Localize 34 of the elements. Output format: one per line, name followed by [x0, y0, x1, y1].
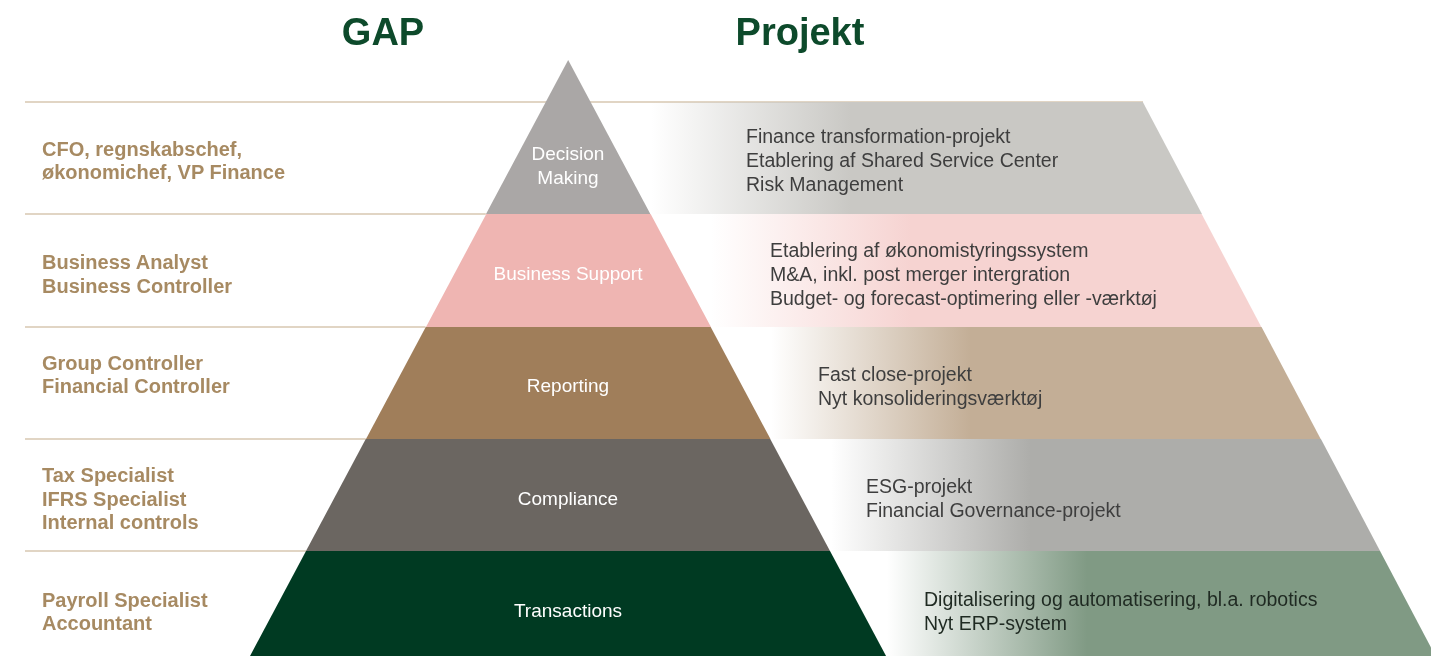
layer-label: Reporting	[526, 374, 610, 398]
pyramid-layer	[425, 214, 711, 327]
layer-label: Business Support	[493, 262, 643, 286]
project-item: Nyt konsolideringsværktøj	[818, 386, 1043, 410]
role-label: IFRS Specialist	[42, 488, 187, 511]
layer-label: Compliance	[517, 487, 619, 511]
project-item: Financial Governance-projekt	[866, 498, 1121, 522]
pyramid-layer	[306, 439, 830, 551]
role-label: Business Analyst	[42, 251, 208, 274]
layer-label: Decision Making	[530, 142, 606, 190]
pyramid-apex	[485, 60, 651, 214]
project-item: M&A, inkl. post merger intergration	[770, 262, 1071, 286]
project-item: Finance transformation-projekt	[746, 124, 1011, 148]
role-label: Payroll Specialist	[42, 589, 208, 612]
layer-label: Transactions	[513, 599, 622, 623]
role-label: Tax Specialist	[42, 464, 174, 487]
project-item: Budget- og forecast-optimering eller -værktøj	[770, 286, 1157, 310]
role-label: Business Controller	[42, 275, 233, 298]
column-heading: GAP	[341, 10, 425, 54]
role-label: Accountant	[42, 612, 152, 635]
pyramid-layer	[365, 327, 771, 439]
column-heading: Projekt	[735, 10, 865, 54]
project-item: Etablering af økonomistyringssystem	[770, 238, 1089, 262]
role-label: Group Controller	[42, 352, 204, 375]
project-item: Etablering af Shared Service Center	[746, 148, 1059, 172]
project-item: Fast close-projekt	[818, 362, 972, 386]
role-label: CFO, regnskabschef, økonomichef, VP Finance	[42, 138, 287, 184]
project-item: Risk Management	[746, 172, 904, 196]
role-label: Financial Controller	[42, 375, 230, 398]
project-item: ESG-projekt	[866, 474, 973, 498]
pyramid-layer	[249, 551, 886, 656]
project-item: Nyt ERP-system	[924, 611, 1067, 635]
project-item: Digitalisering og automatisering, bl.a. robotics	[924, 587, 1318, 611]
role-label: Internal controls	[42, 511, 199, 534]
